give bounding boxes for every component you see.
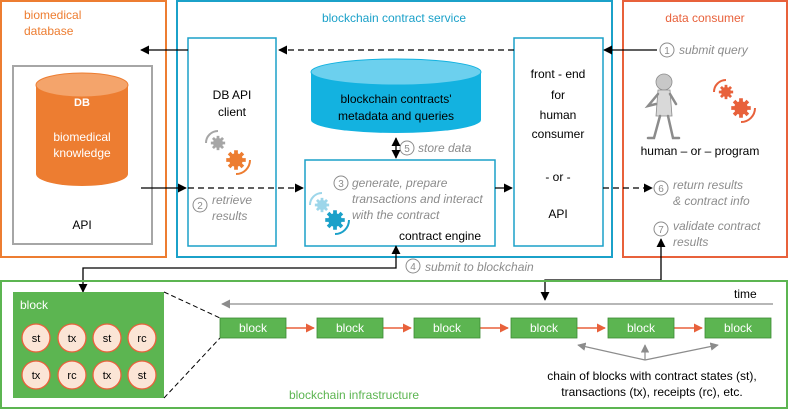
cell-st-3: st — [138, 370, 147, 382]
cell-tx-1: tx — [68, 333, 77, 345]
step-1-number: 1 — [664, 46, 670, 57]
step-7-badge — [653, 221, 669, 237]
chain-block-2 — [316, 317, 384, 339]
chain-block-label-6: block — [724, 321, 753, 335]
step-3-badge — [333, 175, 349, 191]
db-label: DB — [74, 97, 90, 109]
chain-caption-line1: chain of blocks with contract states (st… — [547, 369, 756, 383]
infrastructure-title: blockchain infrastructure — [289, 388, 419, 402]
biomedical-database-panel: biomedical database DB biomedical knowle… — [0, 0, 167, 258]
biomedical-api-label: API — [72, 218, 91, 232]
front-end-api-label: API — [548, 207, 567, 221]
cell-st-2: st — [103, 333, 112, 345]
chain-block-5 — [607, 317, 675, 339]
db-text-line1: biomedical — [53, 130, 110, 144]
step-6-number: 6 — [658, 184, 664, 195]
step-6-line1: return results — [673, 178, 743, 192]
time-label: time — [734, 287, 757, 301]
cell-rc-2: rc — [67, 370, 77, 382]
chain-block-label-2: block — [336, 321, 365, 335]
chain-block-4 — [510, 317, 578, 339]
person-icon — [644, 73, 681, 140]
zoomed-block-title: block — [20, 298, 49, 312]
step-6-badge — [653, 180, 669, 196]
db-text-line2: knowledge — [53, 146, 111, 160]
submit-blockchain-arrow — [78, 245, 401, 293]
metadata-line1: blockchain contracts' — [340, 92, 451, 106]
cell-st-1: st — [32, 333, 41, 345]
step-6-line2: & contract info — [673, 194, 750, 208]
chain-block-label-5: block — [627, 321, 656, 335]
cell-rc-1: rc — [137, 333, 147, 345]
step-4-number: 4 — [410, 262, 416, 273]
step-2-badge — [192, 197, 208, 213]
step-7-line2: results — [673, 235, 708, 249]
data-consumer-panel: data consumer 1 submit query human – or … — [622, 0, 788, 258]
metadata-line2: metadata and queries — [338, 109, 454, 123]
chain-blocks — [219, 317, 772, 339]
step-2-line2: results — [212, 209, 247, 223]
biomedical-title-line1: biomedical — [24, 8, 81, 22]
validate-arrow — [540, 238, 666, 301]
cell-tx-3: tx — [103, 370, 112, 382]
step-3-line1: generate, prepare — [352, 176, 448, 190]
step-2-number: 2 — [197, 201, 203, 212]
chain-block-label-3: block — [433, 321, 462, 335]
contract-service-title: blockchain contract service — [322, 11, 466, 25]
db-client-line2: client — [218, 105, 247, 119]
db-client-line1: DB API — [213, 88, 252, 102]
front-end-line4: consumer — [532, 127, 585, 141]
engine-gears-icon — [309, 192, 350, 235]
step-7-number: 7 — [658, 225, 664, 236]
human-or-program-label: human – or – program — [641, 144, 760, 158]
blockchain-infrastructure-panel: blockchain infrastructure block st tx st… — [0, 280, 788, 409]
front-end-line3: human — [540, 108, 577, 122]
contract-service-panel: blockchain contract service DB API clien… — [176, 0, 613, 258]
chain-block-1 — [219, 317, 287, 339]
database-frame — [12, 65, 153, 245]
front-end-line2: for — [551, 88, 565, 102]
step-7-line1: validate contract — [673, 219, 761, 233]
zoom-line-bottom — [163, 337, 221, 399]
step-2-line1: retrieve — [212, 193, 252, 207]
consumer-title: data consumer — [665, 11, 744, 25]
metadata-database-icon — [310, 58, 482, 133]
step-1-badge — [659, 42, 675, 58]
step-3-line2: transactions and interact — [352, 192, 483, 206]
chain-block-label-4: block — [530, 321, 559, 335]
chain-block-label-1: block — [239, 321, 268, 335]
block-cells — [21, 323, 157, 390]
chain-block-3 — [413, 317, 481, 339]
caption-pointer-left — [577, 342, 646, 361]
or-label: - or - — [545, 170, 570, 184]
step-4-text: submit to blockchain — [425, 260, 534, 274]
step-5-text: store data — [418, 141, 472, 155]
step-3-number: 3 — [338, 179, 344, 190]
biomedical-title-line2: database — [24, 24, 74, 38]
step-5-number: 5 — [404, 144, 410, 155]
chain-block-6 — [704, 317, 772, 339]
cell-tx-2: tx — [32, 370, 41, 382]
step-3-line3: with the contract — [352, 208, 440, 222]
step-4-badge — [405, 258, 421, 274]
chain-caption-line2: transactions (tx), receipts (rc), etc. — [561, 385, 742, 399]
contract-engine-label: contract engine — [399, 229, 481, 243]
gears-icon — [205, 130, 251, 175]
front-end-line1: front - end — [531, 67, 586, 81]
database-icon — [35, 72, 129, 186]
program-gears-icon — [713, 79, 756, 123]
zoom-line-top — [163, 291, 221, 319]
step-1-text: submit query — [679, 43, 749, 57]
caption-pointer-right — [644, 342, 719, 361]
